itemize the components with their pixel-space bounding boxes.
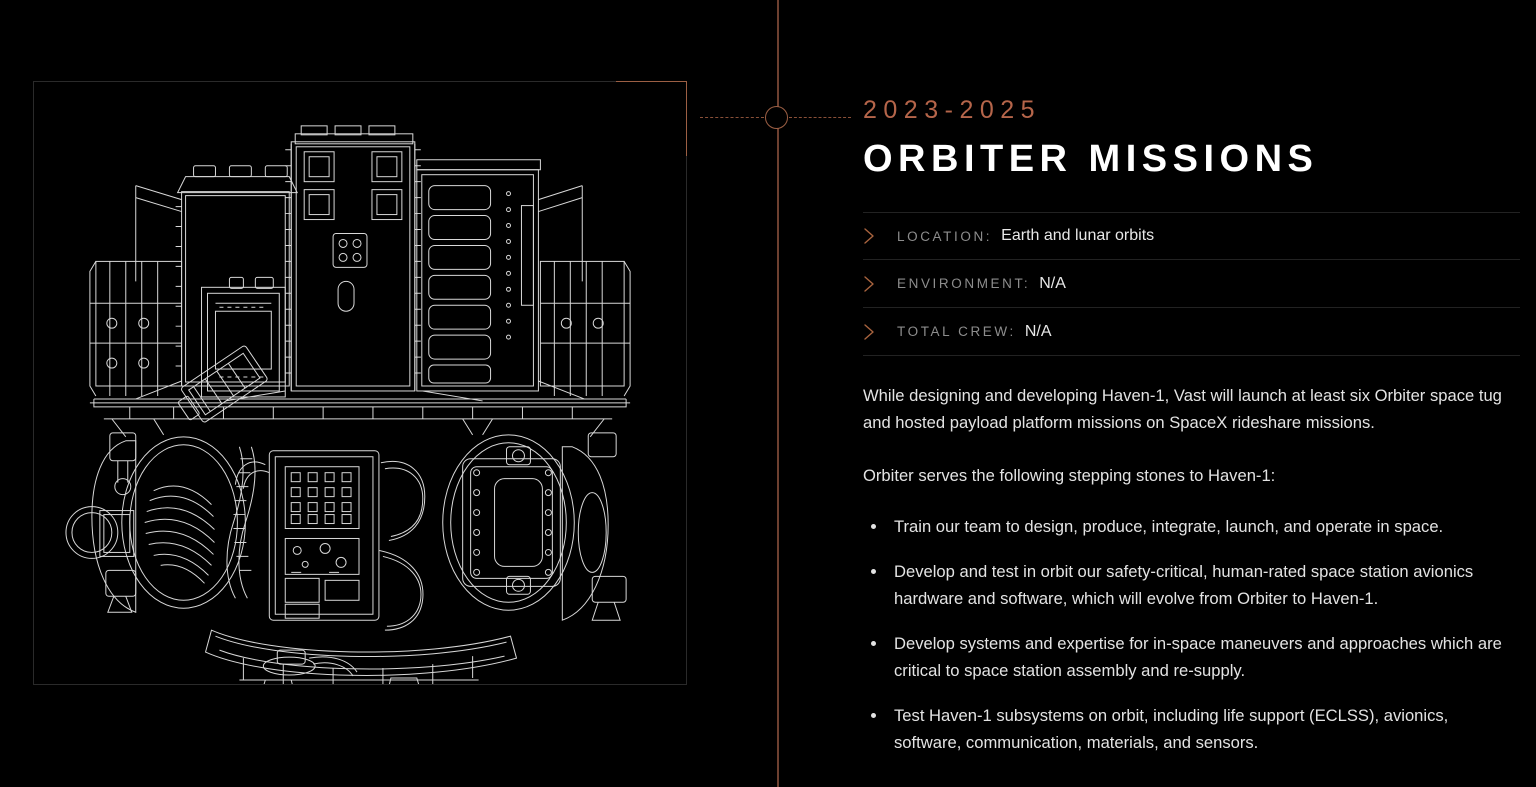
spec-value-environment: N/A <box>1039 274 1066 292</box>
spec-row-environment[interactable]: ENVIRONMENT: N/A <box>863 260 1520 308</box>
mission-spec-list: LOCATION: Earth and lunar orbits ENVIRON… <box>863 212 1520 356</box>
spec-value-total-crew: N/A <box>1024 322 1052 340</box>
mission-body-copy: While designing and developing Haven-1, … <box>863 383 1520 756</box>
page-title: ORBITER MISSIONS <box>863 138 1319 180</box>
spec-label-total-crew: TOTAL CREW: <box>897 324 1016 339</box>
list-item: Test Haven-1 subsystems on orbit, includ… <box>863 703 1520 756</box>
mission-content-column: 2023-2025 ORBITER MISSIONS LOCATION: Ear… <box>863 0 1520 787</box>
spec-label-environment: ENVIRONMENT: <box>897 276 1031 291</box>
stepping-stones-list: Train our team to design, produce, integ… <box>863 514 1520 757</box>
spec-label-location: LOCATION: <box>897 228 993 244</box>
list-item: Develop and test in orbit our safety-cri… <box>863 559 1520 612</box>
timeline-vertical-rail <box>777 0 779 787</box>
mission-year-range: 2023-2025 <box>863 96 1042 124</box>
timeline-connector-left <box>700 116 764 118</box>
spacecraft-image-panel <box>33 81 687 685</box>
chevron-right-icon <box>863 323 897 341</box>
spec-row-location[interactable]: LOCATION: Earth and lunar orbits <box>863 212 1520 260</box>
timeline-node-marker <box>765 106 788 129</box>
body-paragraph-1: While designing and developing Haven-1, … <box>863 386 1502 432</box>
orbiter-line-drawing <box>34 82 686 684</box>
chevron-right-icon <box>863 227 897 245</box>
spec-row-total-crew[interactable]: TOTAL CREW: N/A <box>863 308 1520 356</box>
body-paragraph-2: Orbiter serves the following stepping st… <box>863 465 1276 485</box>
chevron-right-icon <box>863 275 897 293</box>
timeline-connector-right <box>789 116 851 118</box>
spec-value-location: Earth and lunar orbits <box>1001 227 1155 244</box>
list-item: Train our team to design, produce, integ… <box>863 514 1520 541</box>
list-item: Develop systems and expertise for in-spa… <box>863 631 1520 684</box>
